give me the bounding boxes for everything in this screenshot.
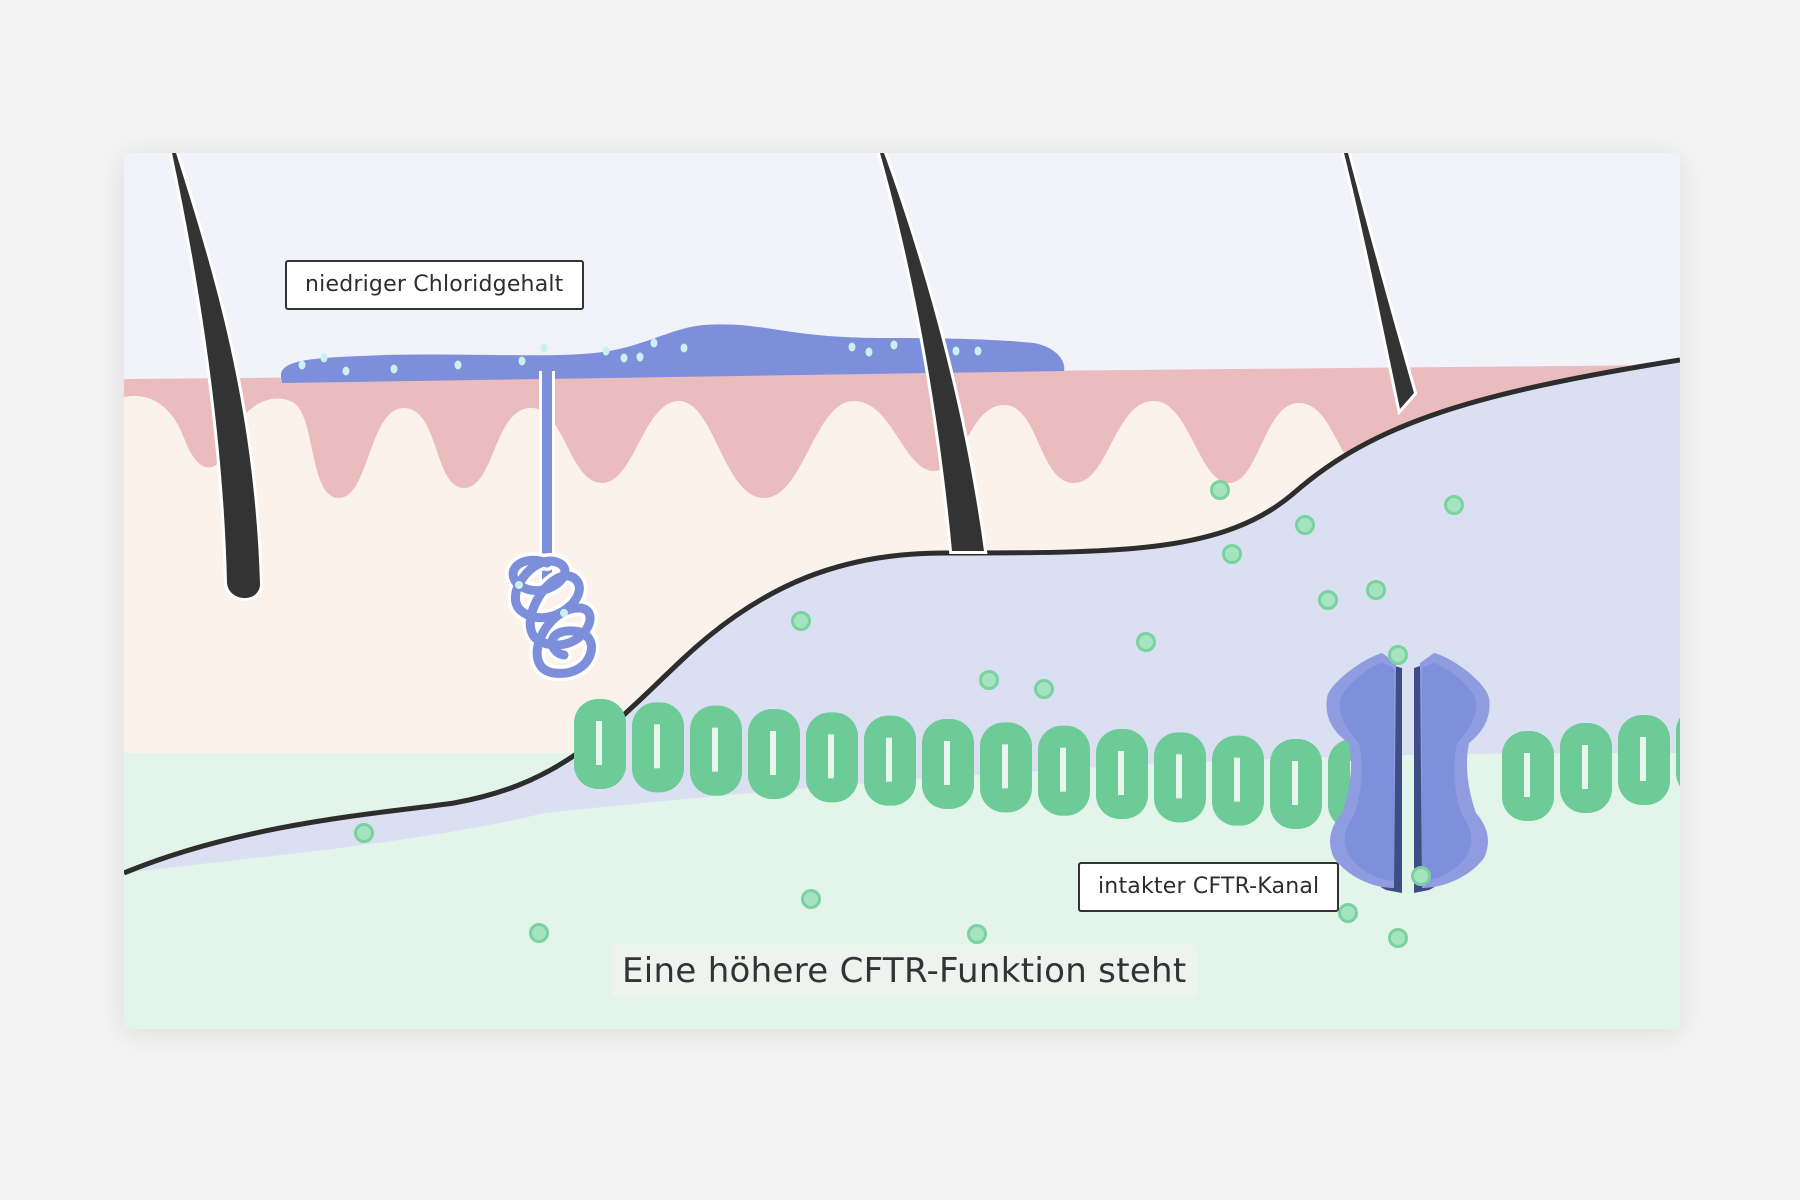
sweat-droplet — [342, 366, 350, 376]
chloride-ion — [1318, 590, 1338, 610]
sweat-droplet — [390, 364, 398, 374]
chloride-ion — [1136, 632, 1156, 652]
hair-right — [1340, 153, 1418, 416]
hair-middle — [876, 153, 988, 554]
sweat-gland-coil — [505, 552, 600, 682]
chloride-ion — [1210, 480, 1230, 500]
membrane-lipid-stripe — [1234, 757, 1240, 802]
chloride-ion — [801, 889, 821, 909]
hair-left — [168, 153, 263, 601]
chloride-ion — [1411, 866, 1431, 886]
sweat-layer — [280, 324, 1065, 383]
chloride-label: niedriger Chloridgehalt — [285, 260, 584, 310]
cftr-channel-label: intakter CFTR-Kanal — [1078, 862, 1340, 912]
subtitle-caption: Eine höhere CFTR-Funktion steht — [612, 945, 1197, 997]
sweat-droplet — [865, 347, 873, 357]
chloride-ion — [967, 924, 987, 944]
chloride-ion — [354, 823, 374, 843]
cftr-right-subunit-inner — [1422, 663, 1477, 881]
membrane-lipid-stripe — [828, 734, 834, 779]
membrane-lipid-stripe — [944, 741, 950, 785]
sweat-droplet — [620, 353, 628, 363]
sweat-droplet — [636, 352, 644, 362]
membrane-lipid-stripe — [1292, 761, 1298, 805]
chloride-ions — [354, 480, 1464, 948]
membrane-lipid-stripe — [654, 724, 660, 769]
sweat-droplet — [298, 360, 306, 370]
membrane-lipid-stripe — [1002, 744, 1008, 789]
membrane-lipid-stripe — [712, 727, 718, 772]
sweat-droplet — [650, 338, 658, 348]
membrane-lipid-stripe — [1060, 747, 1066, 792]
chloride-ion — [1295, 515, 1315, 535]
sweat-droplet — [974, 346, 982, 356]
cell-boundary-line — [124, 357, 1680, 876]
membrane-lipid — [1676, 717, 1680, 787]
chloride-ion — [1444, 495, 1464, 515]
sweat-droplet — [602, 346, 610, 356]
sweat-droplet — [680, 343, 688, 353]
chloride-ion — [529, 923, 549, 943]
sweat-droplet — [890, 340, 898, 350]
chloride-ion — [1034, 679, 1054, 699]
membrane-lipid-stripe — [596, 721, 602, 765]
membrane-lipid-stripe — [1582, 745, 1588, 789]
hair-follicles — [168, 153, 1418, 601]
membrane-lipid-stripe — [886, 737, 892, 782]
sweat-droplet — [952, 346, 960, 356]
membrane-lipid-stripe — [1640, 737, 1646, 781]
membrane-lipid-stripe — [1118, 751, 1124, 795]
sweat-droplet — [518, 356, 526, 366]
sweat-droplet — [320, 353, 328, 363]
chloride-ion — [791, 611, 811, 631]
illustration-card: niedriger Chloridgehalt intakter CFTR-Ka… — [124, 153, 1680, 1029]
cftr-channel — [1326, 653, 1490, 893]
chloride-ion — [979, 670, 999, 690]
membrane-lipid-stripe — [1176, 754, 1182, 799]
sweat-duct — [542, 371, 552, 581]
sweat-droplet — [540, 343, 548, 353]
sweat-droplet — [848, 342, 856, 352]
chloride-ion — [1388, 928, 1408, 948]
sweat-droplets — [298, 338, 982, 376]
chloride-ion — [1222, 544, 1242, 564]
membrane-lipid-stripe — [770, 731, 776, 775]
membrane-lipid-stripe — [1524, 753, 1530, 797]
cftr-left-subunit-inner — [1339, 663, 1394, 881]
chloride-ion — [1366, 580, 1386, 600]
chloride-ion — [1338, 903, 1358, 923]
chloride-ion — [1388, 645, 1408, 665]
sweat-droplet — [454, 360, 462, 370]
